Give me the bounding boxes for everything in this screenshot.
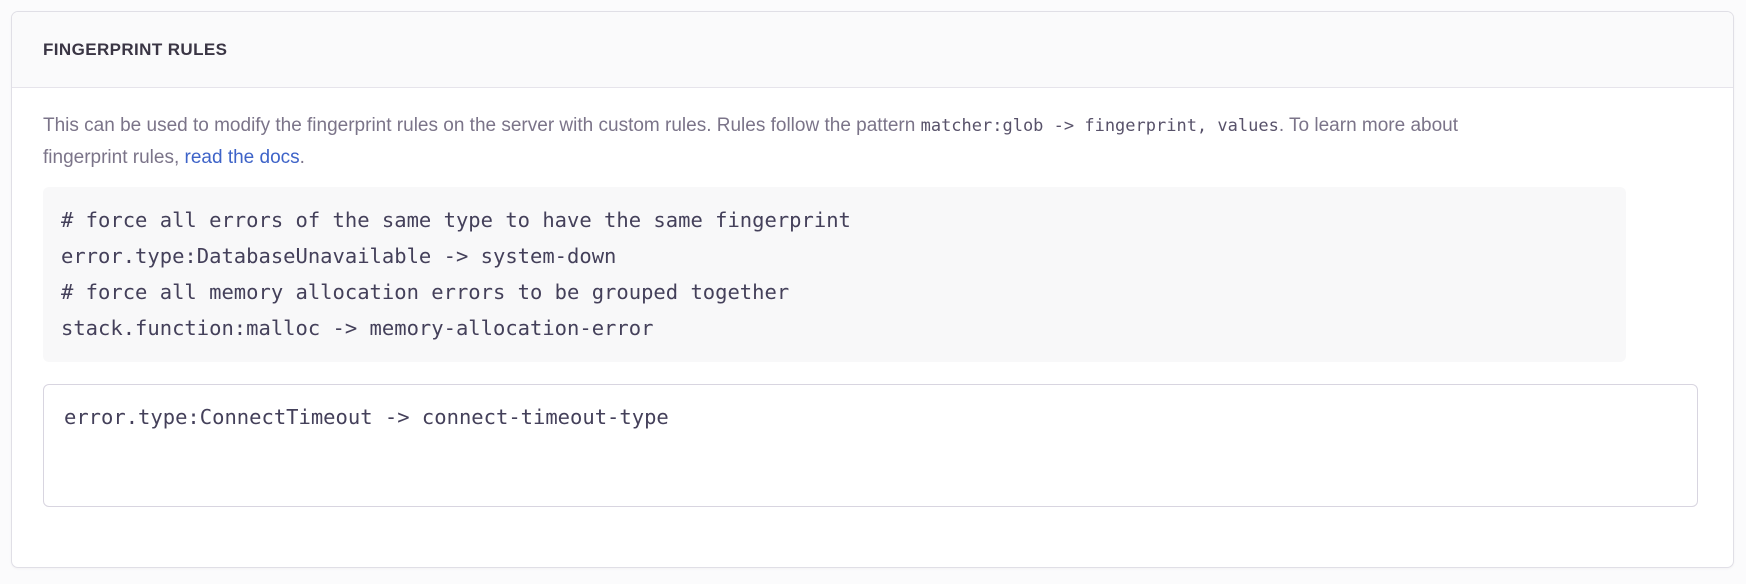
example-code-text: # force all errors of the same type to h… (61, 208, 851, 340)
fingerprint-rules-input[interactable] (43, 384, 1698, 507)
panel-header: Fingerprint Rules (12, 12, 1733, 88)
panel-body: This can be used to modify the fingerpri… (12, 88, 1733, 507)
fingerprint-rules-panel: Fingerprint Rules This can be used to mo… (11, 11, 1734, 568)
pattern-inline-code: matcher:glob -> fingerprint, values (920, 116, 1279, 136)
page-title: Fingerprint Rules (43, 39, 228, 59)
description-text: This can be used to modify the fingerpri… (43, 110, 1463, 173)
description-part-1: This can be used to modify the fingerpri… (43, 115, 921, 136)
description-part-2: . To learn more about fingerprint rules, (43, 115, 1459, 168)
description-part-3: . (299, 147, 305, 168)
example-code-block: # force all errors of the same type to h… (43, 187, 1626, 362)
read-the-docs-link[interactable]: read the docs (184, 147, 300, 168)
